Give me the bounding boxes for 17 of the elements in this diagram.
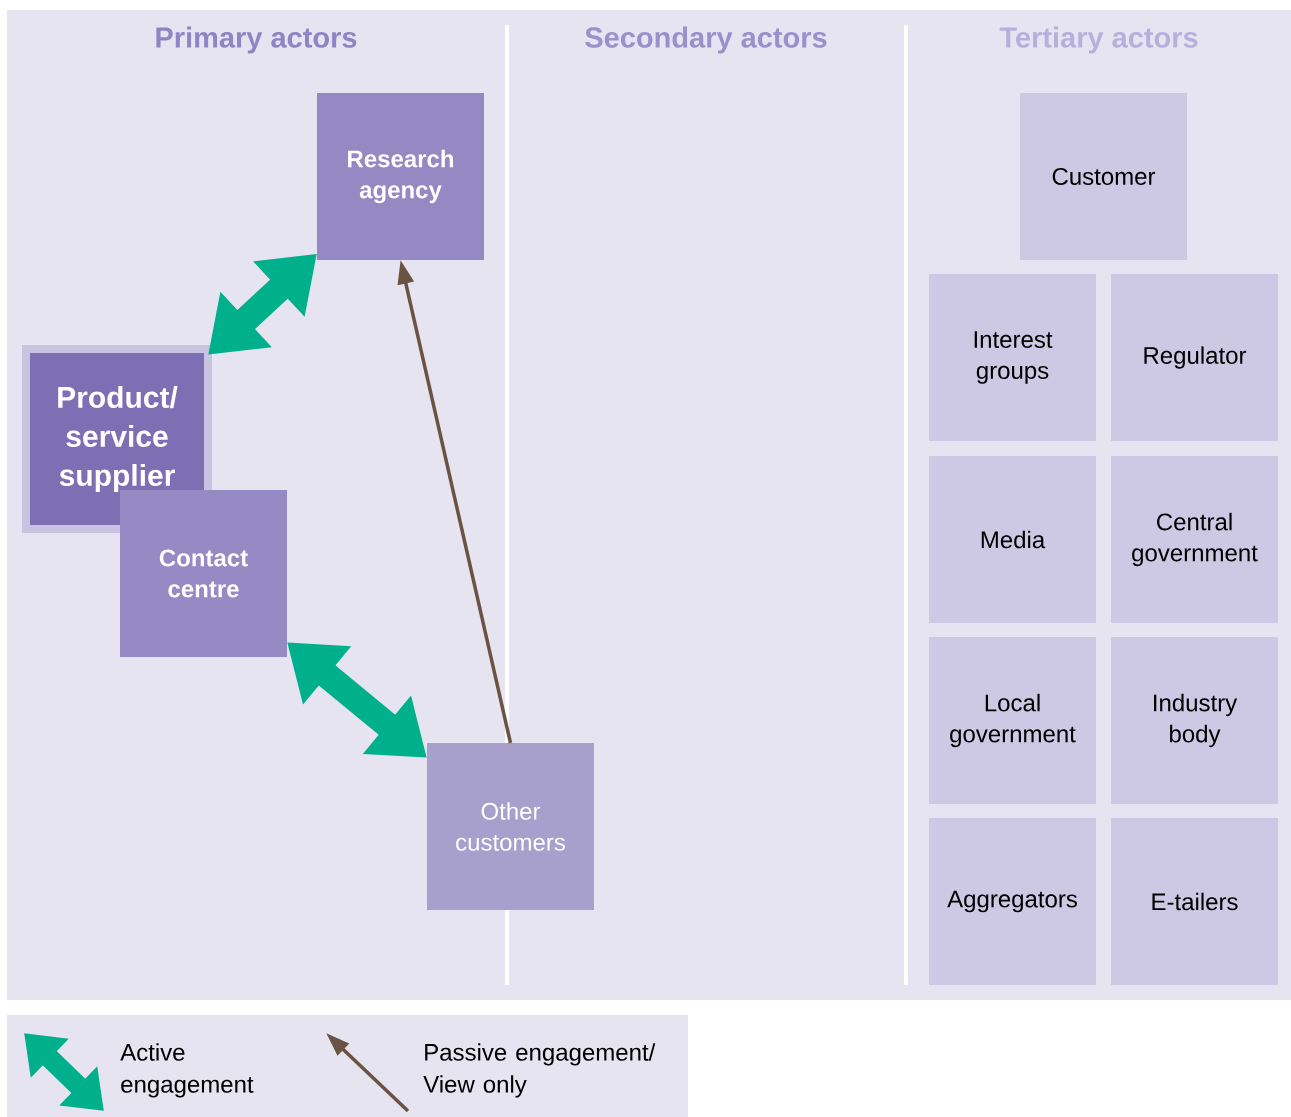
- actor-box: Regulator: [1111, 274, 1278, 441]
- actor-box: Interest groups: [929, 274, 1096, 441]
- legend-text: Active engagement: [120, 1043, 254, 1098]
- actor-box: Customer: [1020, 93, 1187, 260]
- actor-box: Research agency: [317, 93, 484, 260]
- actor-box: Contact centre: [120, 490, 287, 657]
- actor-box: Product/ service supplier: [22, 345, 212, 533]
- actor-box: E-tailers: [1111, 818, 1278, 985]
- column-heading: Secondary actors: [585, 26, 827, 54]
- actor-box: Industry body: [1111, 637, 1278, 804]
- actor-box: Aggregators: [929, 818, 1096, 985]
- actor-box: Media: [929, 456, 1096, 623]
- actor-box: Local government: [929, 637, 1096, 804]
- column-heading: Primary actors: [156, 26, 357, 54]
- actor-box: Other customers: [427, 743, 594, 910]
- legend-text: Passive engagement/ View only: [423, 1043, 656, 1098]
- actor-box: Central government: [1111, 456, 1278, 623]
